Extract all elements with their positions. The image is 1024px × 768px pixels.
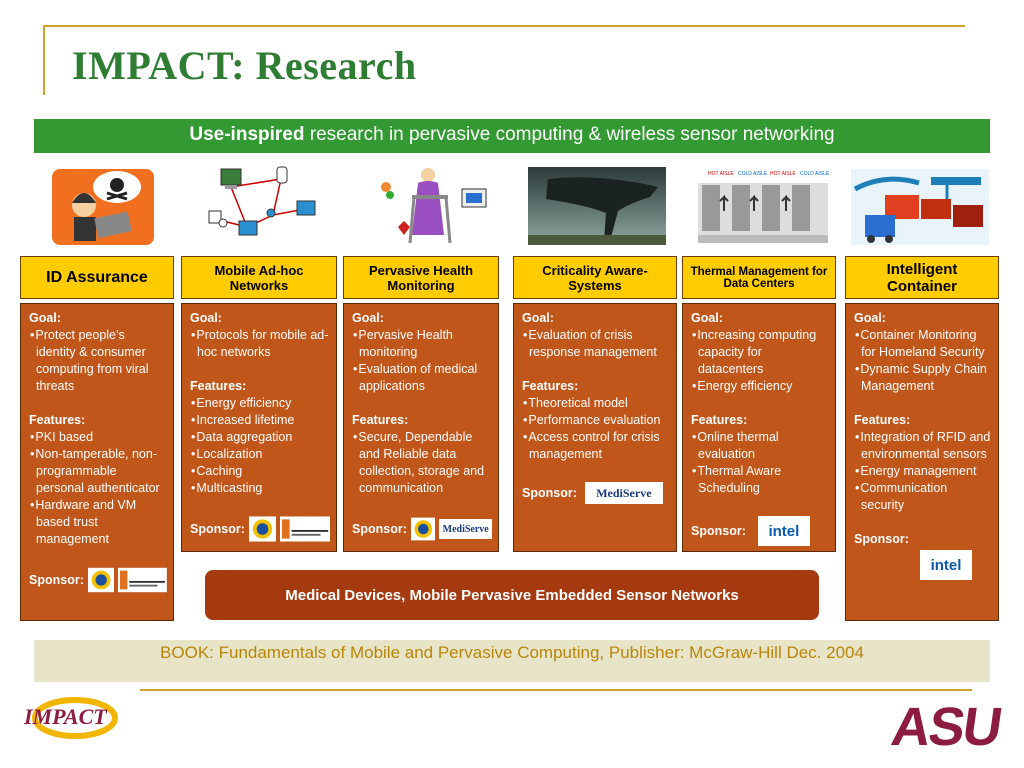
goal-item: Pervasive Health monitoring (352, 327, 492, 361)
features-label: Features: (691, 413, 748, 427)
feature-item: Data aggregation (190, 429, 330, 446)
goal-label: Goal: (190, 311, 222, 325)
feature-item: Performance evaluation (522, 412, 670, 429)
sponsor-row: Sponsor: MediServe (352, 516, 492, 542)
feature-item: Secure, Dependable and Reliable data col… (352, 429, 492, 497)
goal-item: Container Monitoring for Homeland Securi… (854, 327, 992, 361)
goal-label: Goal: (29, 311, 61, 325)
goal-item: Protect people’s identity & consumer com… (29, 327, 167, 395)
feature-item: Multicasting (190, 480, 330, 497)
sponsor-row: Sponsor: (190, 516, 330, 542)
intel-logo-icon: intel (920, 550, 972, 580)
feature-item: Integration of RFID and environmental se… (854, 429, 992, 463)
asu-logo: ASU (876, 694, 1016, 760)
mediserve-logo-text: MediServe (442, 523, 489, 535)
bottom-divider (140, 689, 972, 691)
banner-text: research in pervasive computing & wirele… (304, 124, 835, 145)
impact-logo: IMPACT (20, 690, 120, 750)
feature-item: Thermal Aware Scheduling (691, 463, 829, 497)
feature-item: Localization (190, 446, 330, 463)
feature-item: Energy management (854, 463, 992, 480)
goal-label: Goal: (522, 311, 554, 325)
header-criticality: Criticality Aware-Systems (513, 256, 677, 299)
thermal-label-1: COLD AISLE (738, 171, 768, 177)
feature-item: Increased lifetime (190, 412, 330, 429)
feature-item: Communication security (854, 480, 992, 514)
feature-item: Theoretical model (522, 395, 670, 412)
features-label: Features: (854, 413, 911, 427)
sponsor-row: Sponsor: MediServe (522, 482, 670, 504)
sponsor-label: Sponsor: (352, 521, 407, 536)
asu-logo-text: ASU (887, 697, 1005, 757)
top-divider (45, 25, 965, 27)
feature-item: Access control for crisis management (522, 429, 670, 463)
datacenter-aisles-icon: HOT AISLE COLD AISLE HOT AISLE COLD AISL… (698, 171, 830, 243)
goal-label: Goal: (854, 311, 886, 325)
features-label: Features: (352, 413, 409, 427)
feature-item: Caching (190, 463, 330, 480)
sponsor-label: Sponsor: (522, 485, 577, 500)
sponsor-label: Sponsor: (691, 523, 746, 538)
thermal-label-2: HOT AISLE (770, 171, 796, 177)
left-divider (43, 25, 45, 95)
features-label: Features: (522, 379, 579, 393)
card-container: Goal: Container Monitoring for Homeland … (845, 303, 999, 621)
tornado-icon (528, 167, 666, 245)
nsf-logo-icon (248, 516, 276, 542)
banner-bold: Use-inspired (189, 124, 305, 145)
sponsor-label: Sponsor: (854, 532, 909, 546)
thermal-label-0: HOT AISLE (708, 171, 734, 177)
header-id-assurance: ID Assurance (20, 256, 174, 299)
features-label: Features: (190, 379, 247, 393)
goal-item: Energy efficiency (691, 378, 829, 395)
card-id-assurance: Goal: Protect people’s identity & consum… (20, 303, 174, 621)
research-banner: Use-inspired research in pervasive compu… (34, 119, 990, 153)
features-label: Features: (29, 413, 86, 427)
mediserve-logo-text: MediServe (596, 485, 652, 500)
elderly-walker-icon (381, 168, 487, 244)
embedded-systems-logo-icon (279, 516, 330, 542)
intel-logo-text: intel (930, 556, 962, 574)
medical-devices-bar: Medical Devices, Mobile Pervasive Embedd… (205, 570, 819, 620)
mediserve-logo-icon: MediServe (439, 519, 492, 539)
goal-item: Protocols for mobile ad-hoc networks (190, 327, 330, 361)
card-criticality: Goal: Evaluation of crisis response mana… (513, 303, 677, 552)
goal-label: Goal: (691, 311, 723, 325)
mediserve-logo-icon: MediServe (584, 482, 663, 504)
shipping-container-icon (851, 169, 989, 245)
header-thermal: Thermal Management for Data Centers (682, 256, 836, 299)
feature-item: PKI based (29, 429, 167, 446)
embedded-systems-logo-icon (118, 567, 167, 593)
network-nodes-icon (208, 166, 316, 236)
header-mobile-adhoc: Mobile Ad-hoc Networks (181, 256, 337, 299)
book-banner: BOOK: Fundamentals of Mobile and Pervasi… (34, 640, 990, 682)
intel-logo-icon: intel (757, 516, 810, 546)
page-title: IMPACT: Research (72, 43, 417, 88)
feature-item: Non-tamperable, non-programmable persona… (29, 446, 167, 497)
sponsor-row: Sponsor: (29, 567, 167, 593)
goal-item: Dynamic Supply Chain Management (854, 361, 992, 395)
sponsor-row: Sponsor: intel (691, 516, 829, 546)
card-thermal: Goal: Increasing computing capacity for … (682, 303, 836, 552)
goal-item: Evaluation of medical applications (352, 361, 492, 395)
sponsor-label: Sponsor: (190, 521, 245, 536)
intel-logo-text: intel (768, 522, 800, 540)
goal-item: Increasing computing capacity for datace… (691, 327, 829, 378)
nsf-logo-icon (410, 517, 436, 541)
header-health-monitoring: Pervasive Health Monitoring (343, 256, 499, 299)
impact-logo-text: IMPACT (24, 704, 107, 729)
header-container: Intelligent Container (845, 256, 999, 299)
sponsor-label: Sponsor: (29, 572, 84, 587)
goal-label: Goal: (352, 311, 384, 325)
hacker-icon (52, 169, 154, 245)
goal-item: Evaluation of crisis response management (522, 327, 670, 361)
feature-item: Hardware and VM based trust management (29, 497, 167, 548)
card-mobile-adhoc: Goal: Protocols for mobile ad-hoc networ… (181, 303, 337, 552)
feature-item: Online thermal evaluation (691, 429, 829, 463)
feature-item: Energy efficiency (190, 395, 330, 412)
card-health-monitoring: Goal: Pervasive Health monitoring Evalua… (343, 303, 499, 552)
nsf-logo-icon (87, 567, 115, 593)
impact-swoosh-icon (32, 697, 118, 739)
thermal-label-3: COLD AISLE (800, 171, 830, 177)
